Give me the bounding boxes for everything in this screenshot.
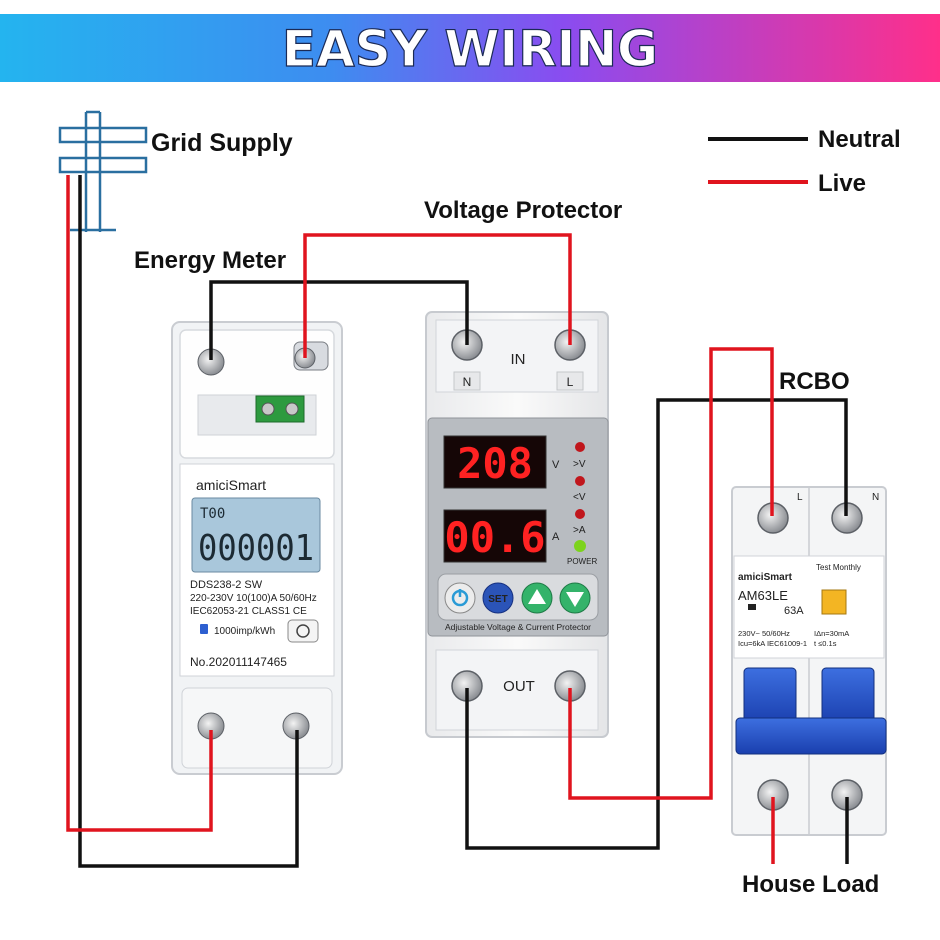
rcbo-label: RCBO <box>779 368 850 395</box>
voltage-protector-label: Voltage Protector <box>424 197 622 224</box>
meter-reset-button[interactable] <box>287 619 319 643</box>
rcbo-terminal-l: L <box>797 492 803 503</box>
neutral-protector-to-rcbo <box>465 398 848 850</box>
meter-impulse: 1000imp/kWh <box>214 626 275 637</box>
meter-rating: 220-230V 10(100)A 50/60Hz <box>190 593 317 604</box>
rcbo-test-button[interactable] <box>821 589 847 615</box>
unit-v: V <box>552 459 560 471</box>
meter-model: DDS238-2 SW <box>190 579 263 591</box>
meter-lcd <box>191 497 321 573</box>
indicator-power-label: POWER <box>567 557 597 566</box>
meter-lcd-reading: 000001 <box>198 528 314 569</box>
rcbo-toggle-l[interactable] <box>743 667 797 725</box>
voltage-display-value: 208 <box>457 439 533 488</box>
banner-bar <box>0 14 940 82</box>
neutral-grid-to-meter <box>78 175 299 868</box>
indicator-under-v-label: <V <box>573 492 586 503</box>
unit-a: A <box>552 531 560 543</box>
protector-in-n-label: N <box>463 375 472 389</box>
legend-live-label: Live <box>818 170 866 197</box>
rcbo-model: AM63LE <box>738 588 788 603</box>
arrow-up-icon <box>528 589 546 604</box>
meter-serial: No.202011147465 <box>190 655 287 669</box>
indicator-under-v <box>575 476 585 486</box>
banner-title: EASY WIRING <box>282 20 658 78</box>
rcbo-spec1: 230V~ 50/60Hz <box>738 629 790 638</box>
meter-lcd-top: T00 <box>200 506 225 522</box>
indicator-power <box>574 540 586 552</box>
live-meter-to-protector <box>303 233 572 358</box>
energy-meter-label: Energy Meter <box>134 247 286 274</box>
meter-standard: IEC62053-21 CLASS1 CE <box>190 606 307 617</box>
live-wires <box>66 175 775 864</box>
protector-in-label: IN <box>511 351 526 368</box>
live-grid-to-meter <box>66 175 213 832</box>
rcbo-brand: amiciSmart <box>738 572 793 583</box>
current-display-value: 00.6 <box>444 513 545 562</box>
arrow-down-icon <box>566 592 584 607</box>
grid-supply-label: Grid Supply <box>151 129 293 157</box>
protector-in-l-label: L <box>567 375 574 389</box>
legend-neutral-label: Neutral <box>818 126 901 153</box>
rcbo-spec2: Icu=6kA IEC61009-1 <box>738 639 807 648</box>
indicator-over-v-label: >V <box>573 459 586 470</box>
indicator-over-v <box>575 442 585 452</box>
power-button[interactable] <box>444 582 476 614</box>
rcbo-terminal-n: N <box>872 492 879 503</box>
rcbo-test: Test Monthly <box>816 563 861 572</box>
set-button-label: SET <box>488 594 507 605</box>
rcbo: L N amiciSmart AM63LE 63A Test Monthly 2… <box>731 486 887 836</box>
rcbo-spec3: IΔn=30mA <box>814 629 849 638</box>
meter-brand: amiciSmart <box>196 477 266 493</box>
protector-out-label: OUT <box>503 678 535 695</box>
rcbo-handle-bar[interactable] <box>735 717 887 755</box>
energy-meter: amiciSmart T00 000001 DDS238-2 SW 220-23… <box>171 321 343 775</box>
grid-supply-pole-icon <box>58 110 148 232</box>
live-protector-to-rcbo <box>568 347 774 800</box>
indicator-over-a <box>575 509 585 519</box>
voltage-protector: IN N L 208 V 00.6 A >V <V >A POWER SET A… <box>425 311 609 738</box>
rcbo-current: 63A <box>784 605 804 617</box>
rcbo-spec4: t ≤0.1s <box>814 639 837 648</box>
current-display <box>443 509 547 563</box>
neutral-wires <box>78 175 849 868</box>
neutral-meter-to-protector <box>209 280 469 360</box>
protector-caption: Adjustable Voltage & Current Protector <box>445 622 591 632</box>
indicator-over-a-label: >A <box>573 525 586 536</box>
house-load-label: House Load <box>742 871 879 898</box>
voltage-display <box>443 435 547 489</box>
set-button[interactable] <box>482 582 514 614</box>
rcbo-toggle-n[interactable] <box>821 667 875 725</box>
